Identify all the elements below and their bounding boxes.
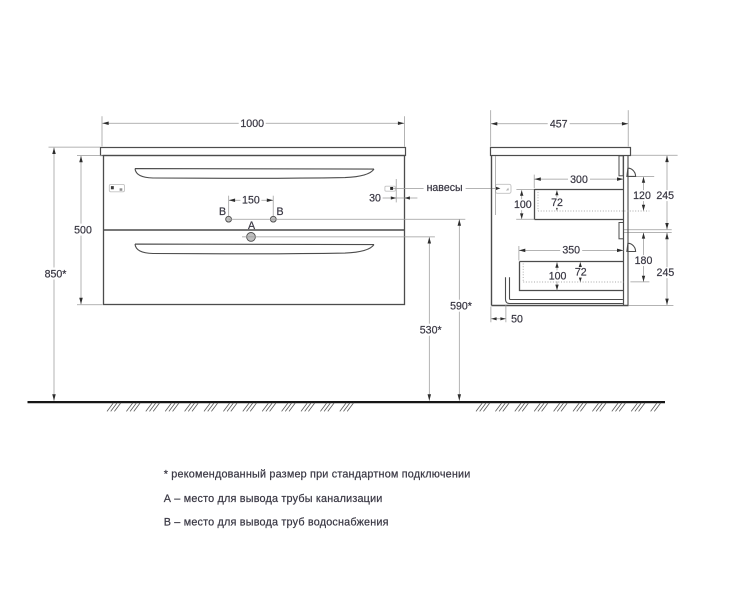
svg-text:А: А: [248, 220, 256, 232]
svg-text:100: 100: [514, 199, 532, 211]
svg-text:350: 350: [562, 245, 580, 257]
svg-text:1000: 1000: [240, 118, 264, 130]
svg-text:* рекомендованный размер при с: * рекомендованный размер при стандартном…: [164, 468, 471, 480]
svg-text:А – место для вывода трубы кан: А – место для вывода трубы канализации: [164, 493, 383, 505]
svg-text:100: 100: [549, 270, 567, 282]
svg-text:30: 30: [369, 193, 381, 205]
svg-text:180: 180: [635, 255, 653, 267]
svg-text:530*: 530*: [420, 325, 442, 337]
svg-text:120: 120: [633, 190, 651, 202]
svg-text:72: 72: [551, 197, 563, 209]
svg-text:В – место для вывода труб водо: В – место для вывода труб водоснабжения: [164, 516, 389, 528]
svg-text:50: 50: [511, 314, 523, 326]
svg-text:В: В: [276, 206, 283, 218]
svg-text:850*: 850*: [45, 269, 67, 281]
svg-text:навесы: навесы: [427, 182, 463, 194]
svg-text:В: В: [219, 206, 226, 218]
svg-text:590*: 590*: [450, 301, 472, 313]
svg-text:72: 72: [575, 267, 587, 279]
svg-text:300: 300: [570, 174, 588, 186]
svg-text:245: 245: [657, 267, 675, 279]
svg-text:150: 150: [242, 195, 260, 207]
svg-text:245: 245: [656, 190, 674, 202]
svg-text:500: 500: [74, 225, 92, 237]
svg-text:457: 457: [550, 119, 568, 131]
